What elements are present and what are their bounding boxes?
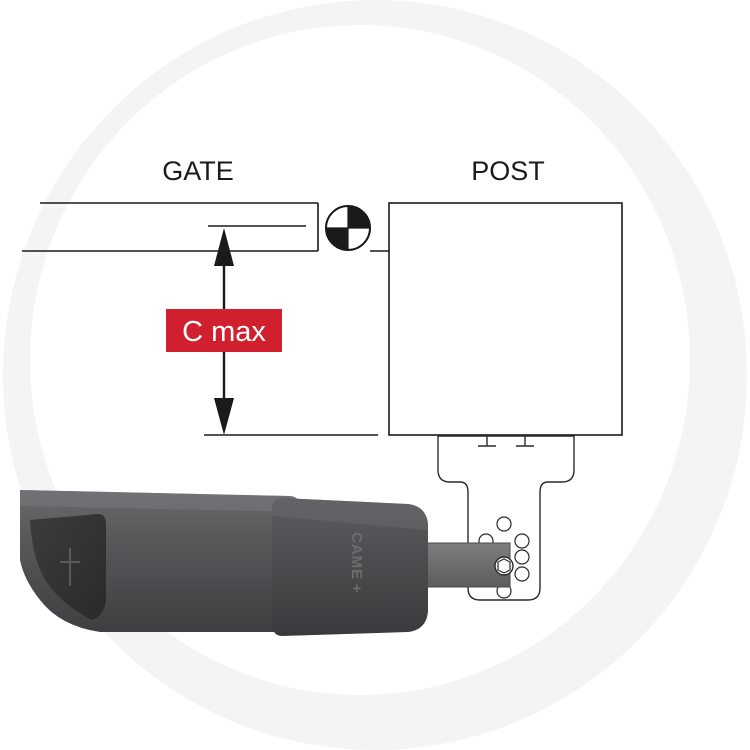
gate-leaf (22, 202, 319, 252)
pivot-point-icon (325, 205, 371, 251)
post (370, 202, 623, 436)
brand-logo: CAME (348, 532, 365, 580)
operator-side-panel (30, 514, 106, 620)
c-max-badge: C max (166, 309, 282, 352)
operator-arm (417, 542, 514, 588)
brand-plus-icon: + (348, 584, 365, 594)
c-max-label: C max (182, 316, 266, 348)
arrow-down-icon (214, 398, 234, 435)
gate-label: GATE (162, 156, 234, 186)
post-label: POST (471, 156, 545, 186)
release-key-icon (60, 548, 80, 586)
gate-operator: CAME + (20, 490, 428, 636)
operator-end-cap (272, 498, 428, 636)
arrow-up-icon (214, 228, 234, 266)
